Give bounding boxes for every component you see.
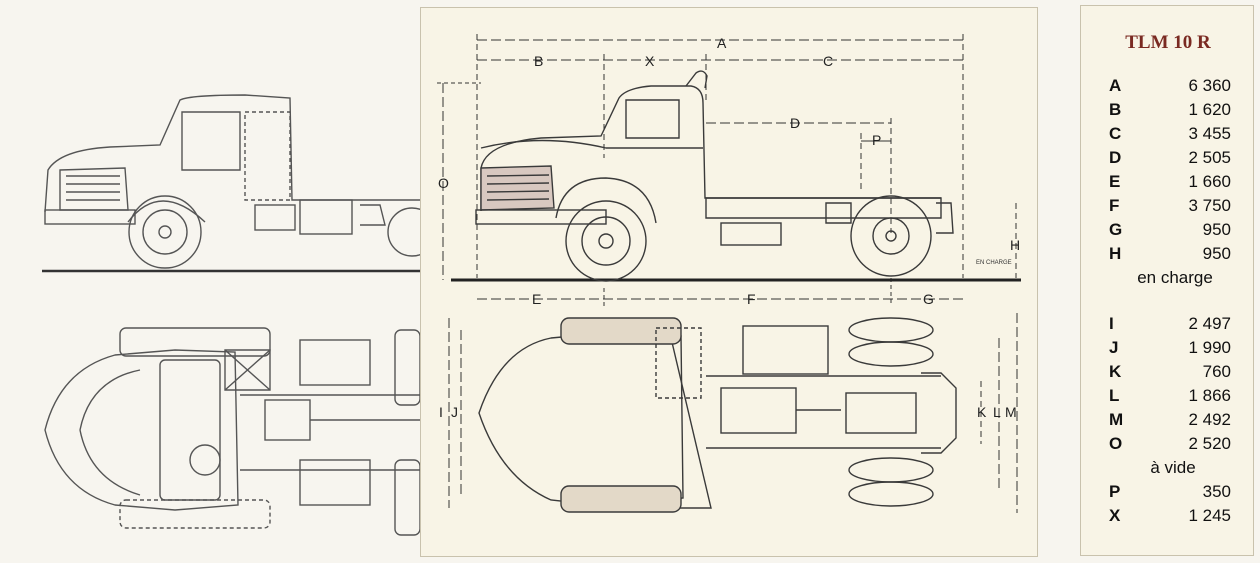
dim-label-p: P	[872, 132, 881, 148]
dim-label-b: B	[534, 53, 543, 69]
spec-key: B	[1109, 100, 1122, 119]
dimension-labels: A B X C D P O H EN CHARGE E F G I J K L …	[438, 35, 1020, 420]
dim-label-f: F	[747, 291, 756, 307]
spec-value: 3 455	[1188, 124, 1231, 143]
dim-label-h: H	[1010, 237, 1020, 253]
dim-note-en-charge: EN CHARGE	[976, 260, 1012, 266]
spec-row-k: K 760	[1109, 362, 1231, 384]
spec-key: F	[1109, 196, 1120, 215]
spec-row-m: M 2 492	[1109, 410, 1231, 432]
spec-row-p: P 350	[1109, 482, 1231, 504]
spec-key: E	[1109, 172, 1121, 191]
spec-key: O	[1109, 434, 1123, 453]
dimension-drawing-panel: A B X C D P O H EN CHARGE E F G I J K L …	[420, 7, 1038, 557]
spec-key: D	[1109, 148, 1122, 167]
spec-row-h: H 950	[1109, 244, 1231, 266]
dim-label-g: G	[923, 291, 934, 307]
spec-table: TLM 10 R A 6 360 B 1 620 C 3 455 D 2 505 E 1 …	[1080, 5, 1254, 556]
spec-row-i: I 2 497	[1109, 314, 1231, 336]
spec-row-l: L 1 866	[1109, 386, 1231, 408]
spec-key: A	[1109, 76, 1122, 95]
spec-value: 350	[1202, 482, 1231, 501]
spec-key: K	[1109, 362, 1122, 381]
spec-key: L	[1109, 386, 1120, 405]
spec-value: 1 866	[1188, 386, 1231, 405]
spec-key: C	[1109, 124, 1122, 143]
spec-value: 1 620	[1188, 100, 1231, 119]
truck-top-view	[478, 317, 957, 513]
spec-value: 1 660	[1188, 172, 1231, 191]
spec-key: H	[1109, 244, 1122, 263]
spec-row-c: C 3 455	[1109, 124, 1231, 146]
left-truck-drawings	[42, 94, 420, 536]
dim-label-l: L	[993, 404, 1001, 420]
dim-label-x: X	[645, 53, 655, 69]
spec-row-j: J 1 990	[1109, 338, 1231, 360]
spec-value: 950	[1202, 220, 1231, 239]
spec-row-a: A 6 360	[1109, 76, 1231, 98]
spec-value: 3 750	[1188, 196, 1231, 215]
spec-row-e: E 1 660	[1109, 172, 1231, 194]
spec-value: 760	[1202, 362, 1231, 381]
spec-row-d: D 2 505	[1109, 148, 1231, 170]
spec-value: 1 245	[1188, 506, 1231, 525]
dimension-drawing: A B X C D P O H EN CHARGE E F G I J K L …	[437, 34, 1021, 513]
spec-key: G	[1109, 220, 1123, 239]
spec-row-x: X 1 245	[1109, 506, 1231, 528]
spec-value: 950	[1202, 244, 1231, 263]
left-top-view	[44, 327, 420, 536]
spec-note-a-vide: à vide	[1150, 458, 1196, 477]
spec-value: 2 492	[1188, 410, 1231, 429]
spec-value: 2 520	[1188, 434, 1231, 453]
dim-label-c: C	[823, 53, 833, 69]
spec-key: P	[1109, 482, 1121, 501]
spec-value: 6 360	[1188, 76, 1231, 95]
dim-label-a: A	[717, 35, 727, 51]
dim-label-d: D	[790, 115, 800, 131]
dim-label-m: M	[1005, 404, 1017, 420]
spec-row-f: F 3 750	[1109, 196, 1231, 218]
spec-key: X	[1109, 506, 1121, 525]
spec-value: 1 990	[1188, 338, 1231, 357]
spec-key: M	[1109, 410, 1124, 429]
dim-label-o: O	[438, 175, 449, 191]
spec-key: J	[1109, 338, 1119, 357]
spec-value: 2 497	[1188, 314, 1231, 333]
spec-key: I	[1109, 314, 1114, 333]
dim-label-e: E	[532, 291, 541, 307]
spec-row-g: G 950	[1109, 220, 1231, 242]
left-side-view	[42, 94, 420, 273]
spec-note-en-charge: en charge	[1137, 268, 1213, 287]
spec-row-o: O 2 520	[1109, 434, 1231, 456]
spec-value: 2 505	[1188, 148, 1231, 167]
dim-label-k: K	[977, 404, 987, 420]
truck-side-view	[475, 70, 954, 282]
dim-label-j: J	[451, 404, 458, 420]
spec-table-title: TLM 10 R	[1125, 32, 1211, 53]
spec-row-b: B 1 620	[1109, 100, 1231, 122]
dim-label-i: I	[439, 404, 443, 420]
dimension-lines	[437, 34, 1018, 513]
